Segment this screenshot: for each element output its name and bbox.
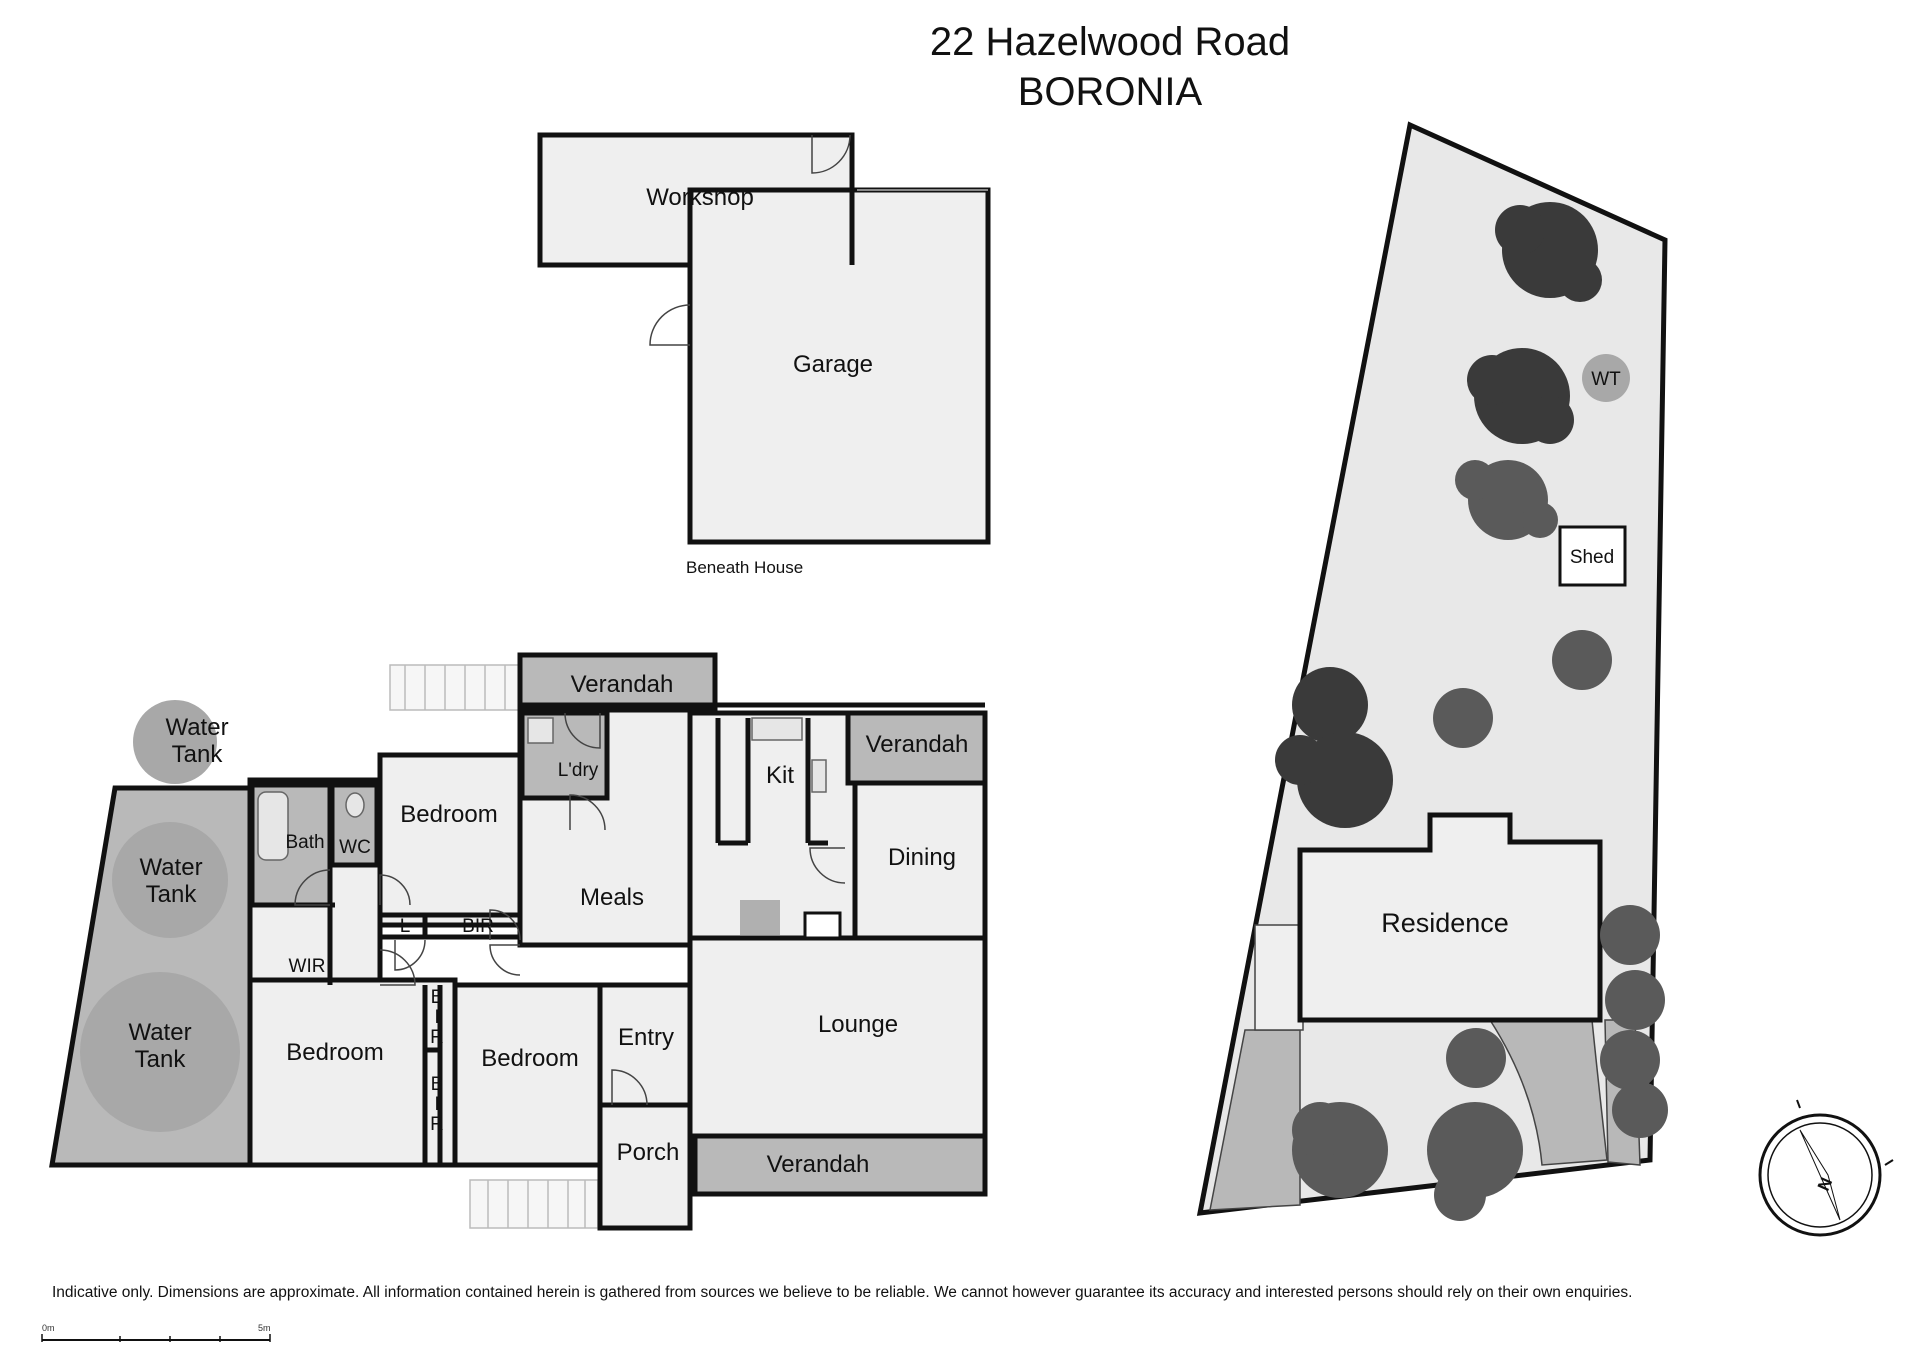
tree-5	[1433, 688, 1493, 748]
water-tank-1	[133, 700, 217, 784]
water-tank-2-label-b: Tank	[146, 881, 198, 908]
porch-label: Porch	[617, 1139, 680, 1166]
garage-label: Garage	[793, 351, 873, 378]
outbuilding: Workshop Garage Beneath House	[537, 132, 991, 577]
scale-start-label: 0m	[42, 1323, 55, 1333]
address-title: 22 Hazelwood Road	[929, 20, 1291, 64]
shed-label: Shed	[1570, 547, 1614, 568]
bir-top-label: BIR	[462, 916, 494, 937]
bir-v1-i: I	[434, 1007, 439, 1028]
tree-9	[1292, 1102, 1388, 1198]
linen-label: L	[400, 916, 411, 937]
water-tank-1-label-a: Water	[165, 714, 228, 741]
garage-side-door	[649, 304, 691, 346]
tree-6	[1275, 667, 1393, 828]
bir-v2-r: R	[430, 1114, 444, 1135]
bath-label: Bath	[285, 832, 324, 853]
water-tank-2	[112, 822, 228, 938]
verandah-right-label: Verandah	[866, 731, 969, 758]
wir-label: WIR	[289, 956, 326, 977]
verandah-bottom-label: Verandah	[767, 1151, 870, 1178]
verandah-top	[517, 652, 718, 713]
tree-2	[1467, 348, 1574, 444]
verandah-right	[845, 710, 988, 786]
tree-10	[1427, 1102, 1523, 1221]
meals-label: Meals	[580, 884, 644, 911]
disclaimer-text: Indicative only. Dimensions are approxim…	[52, 1284, 1633, 1301]
tree-1	[1495, 202, 1602, 302]
bedroom-left-label: Bedroom	[286, 1039, 383, 1066]
scale-end-label: 5m	[258, 1323, 271, 1333]
bir-v2-i: I	[434, 1094, 439, 1115]
stairs-top	[389, 664, 521, 711]
tree-7	[1600, 905, 1668, 1138]
water-tank-3-label-b: Tank	[135, 1046, 187, 1073]
wc-label: WC	[339, 837, 371, 858]
laundry-label: L'dry	[558, 760, 599, 781]
water-tank-3-label-a: Water	[128, 1019, 191, 1046]
stairs-bottom	[469, 1179, 599, 1229]
verandah-bottom	[692, 1133, 988, 1197]
bir-v1-b: B	[431, 987, 444, 1008]
water-tank-3	[80, 972, 240, 1132]
kitchen-label: Kit	[766, 762, 794, 789]
suburb-title: BORONIA	[1017, 70, 1203, 114]
lounge-label: Lounge	[818, 1011, 898, 1038]
bedroom-mid-label: Bedroom	[481, 1045, 578, 1072]
residence-label: Residence	[1381, 908, 1509, 938]
scale-bar	[41, 1334, 271, 1342]
site-plan: Residence Shed WT N	[1196, 121, 1894, 1237]
bedroom-top-label: Bedroom	[400, 801, 497, 828]
bir-v1-r: R	[430, 1027, 444, 1048]
workshop-door	[811, 134, 851, 174]
verandah-top-label: Verandah	[571, 671, 674, 698]
bir-v2-b: B	[431, 1074, 444, 1095]
house-plan: Water Tank Water Tank Water Tank	[49, 652, 988, 1231]
workshop-label: Workshop	[646, 184, 754, 211]
residence-footprint	[1297, 812, 1603, 1023]
dining-label: Dining	[888, 844, 956, 871]
beneath-house-note: Beneath House	[686, 558, 803, 577]
wt-label: WT	[1591, 369, 1621, 390]
entry-label: Entry	[618, 1024, 674, 1051]
water-tank-2-label-a: Water	[139, 854, 202, 881]
tree-4	[1552, 630, 1612, 690]
shed	[1558, 525, 1627, 587]
tree-3	[1455, 460, 1558, 540]
water-tank-1-label-b: Tank	[172, 741, 224, 768]
tree-8	[1446, 1028, 1506, 1088]
wt-tank	[1582, 354, 1630, 402]
compass-icon: N	[1758, 1099, 1894, 1237]
